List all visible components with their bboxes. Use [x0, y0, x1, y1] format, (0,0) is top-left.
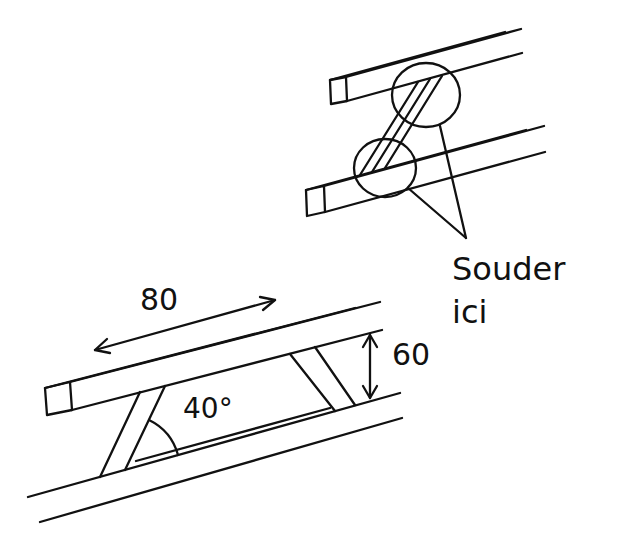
arrowhead — [260, 297, 275, 310]
upper-beam-detail — [330, 29, 522, 104]
leader-line — [440, 126, 466, 238]
strut-detail — [372, 79, 430, 172]
angle-arc — [149, 420, 178, 455]
beam-edge — [346, 29, 521, 77]
weld-note: Souder ici — [452, 248, 592, 334]
strut — [315, 347, 355, 405]
leader-line — [408, 188, 466, 238]
angle-label: 40° — [183, 390, 233, 428]
arrowhead — [95, 339, 110, 353]
weld-circle — [392, 63, 460, 127]
beam-end-face — [306, 186, 325, 216]
dimension-label: 80 — [140, 280, 178, 321]
strut — [290, 354, 335, 411]
arrowhead — [363, 386, 377, 398]
beam-edge — [330, 32, 505, 80]
dimension-label: 60 — [392, 335, 430, 376]
strut — [125, 386, 165, 470]
lower-rail — [40, 418, 402, 522]
strut — [100, 392, 140, 477]
lower-rail-back — [136, 408, 330, 461]
arrowhead — [363, 335, 377, 347]
weld-circle — [354, 139, 416, 197]
dimension-line — [95, 300, 275, 350]
beam-edge — [347, 53, 522, 101]
beam-end-face — [330, 77, 347, 104]
dimension-line — [369, 335, 371, 398]
